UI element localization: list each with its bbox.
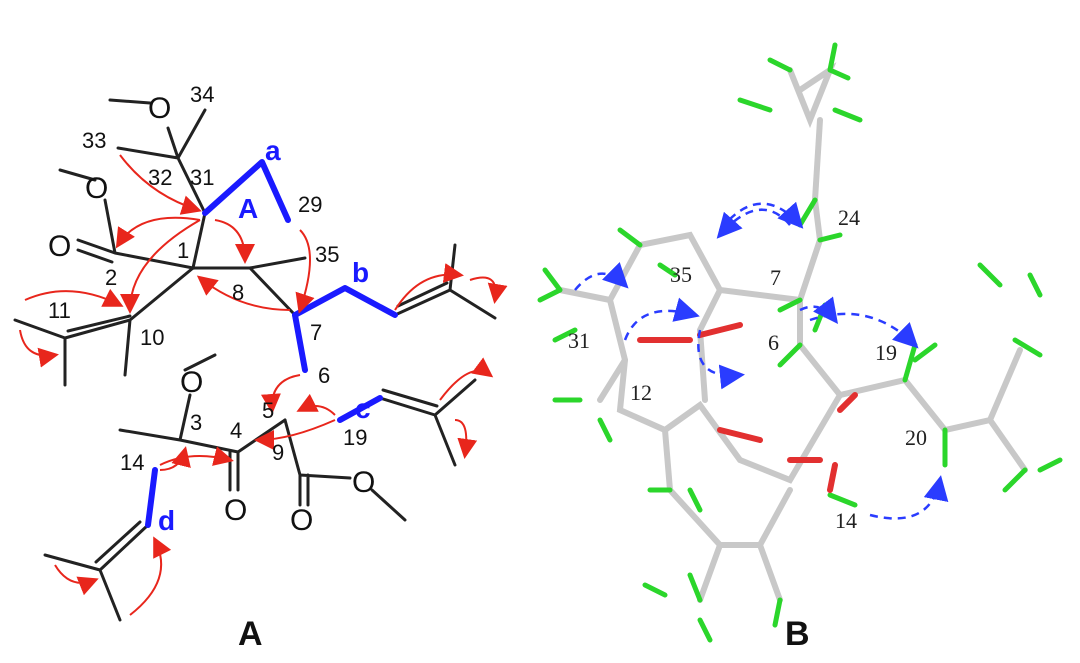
oxygen: O (180, 366, 203, 399)
atom-label: 12 (630, 380, 652, 405)
hmbc-arrows (19, 154, 508, 616)
spin-system-label: b (352, 257, 369, 288)
atom-numbers: 34 33 32 31 29 2 1 8 35 11 10 7 6 3 4 5 … (48, 82, 367, 475)
atom-label: 9 (272, 440, 284, 465)
atom-label: 6 (768, 330, 779, 355)
atom-label: 14 (835, 508, 857, 533)
atom-label: 4 (230, 418, 242, 443)
carbon-skeleton (557, 62, 1028, 603)
oxygen: O (85, 172, 108, 205)
atom-label: 6 (318, 363, 330, 388)
atom-label: 8 (232, 280, 244, 305)
atom-label: 3 (190, 410, 202, 435)
atom-label: 34 (190, 82, 214, 107)
structure-b: 24 35 7 31 6 19 12 20 14 B (537, 42, 1063, 653)
atom-label: 1 (177, 238, 189, 263)
atom-label: 35 (315, 242, 339, 267)
oxygen: O (352, 466, 375, 499)
atom-label: 29 (298, 192, 322, 217)
structure-a: O O O O O O O 34 33 32 31 29 2 1 8 35 11… (13, 82, 508, 653)
noesy-correlations (574, 201, 949, 520)
atom-label: 31 (568, 328, 590, 353)
atom-label: 19 (343, 425, 367, 450)
atom-label: 7 (310, 320, 322, 345)
oxygen: O (48, 230, 71, 263)
atom-label: 11 (48, 298, 71, 323)
hydrogens (537, 42, 1063, 643)
atom-label: 5 (262, 398, 274, 423)
atom-label: 31 (190, 165, 214, 190)
atom-label: 7 (770, 265, 781, 290)
panel-label-a: A (238, 615, 263, 653)
atom-label: 19 (875, 340, 897, 365)
oxygen-atoms: O O O O O O O (48, 92, 375, 537)
atom-label: 2 (105, 265, 117, 290)
ring-label: A (238, 193, 258, 224)
atom-label: 32 (148, 165, 172, 190)
oxygens (637, 322, 858, 493)
oxygen: O (148, 92, 171, 125)
oxygen: O (224, 494, 247, 527)
spin-system-label: a (265, 135, 281, 166)
atom-label: 10 (140, 325, 164, 350)
oxygen: O (290, 504, 313, 537)
atom-label: 14 (120, 450, 144, 475)
atom-label: 35 (670, 262, 692, 287)
panel-label-b: B (785, 615, 810, 653)
atom-label: 33 (82, 128, 106, 153)
atom-label: 24 (838, 205, 860, 230)
spin-system-label: d (158, 505, 175, 536)
spin-system-label: c (355, 393, 371, 424)
atom-label: 20 (905, 425, 927, 450)
atom-labels: 24 35 7 31 6 19 12 20 14 (568, 205, 927, 533)
